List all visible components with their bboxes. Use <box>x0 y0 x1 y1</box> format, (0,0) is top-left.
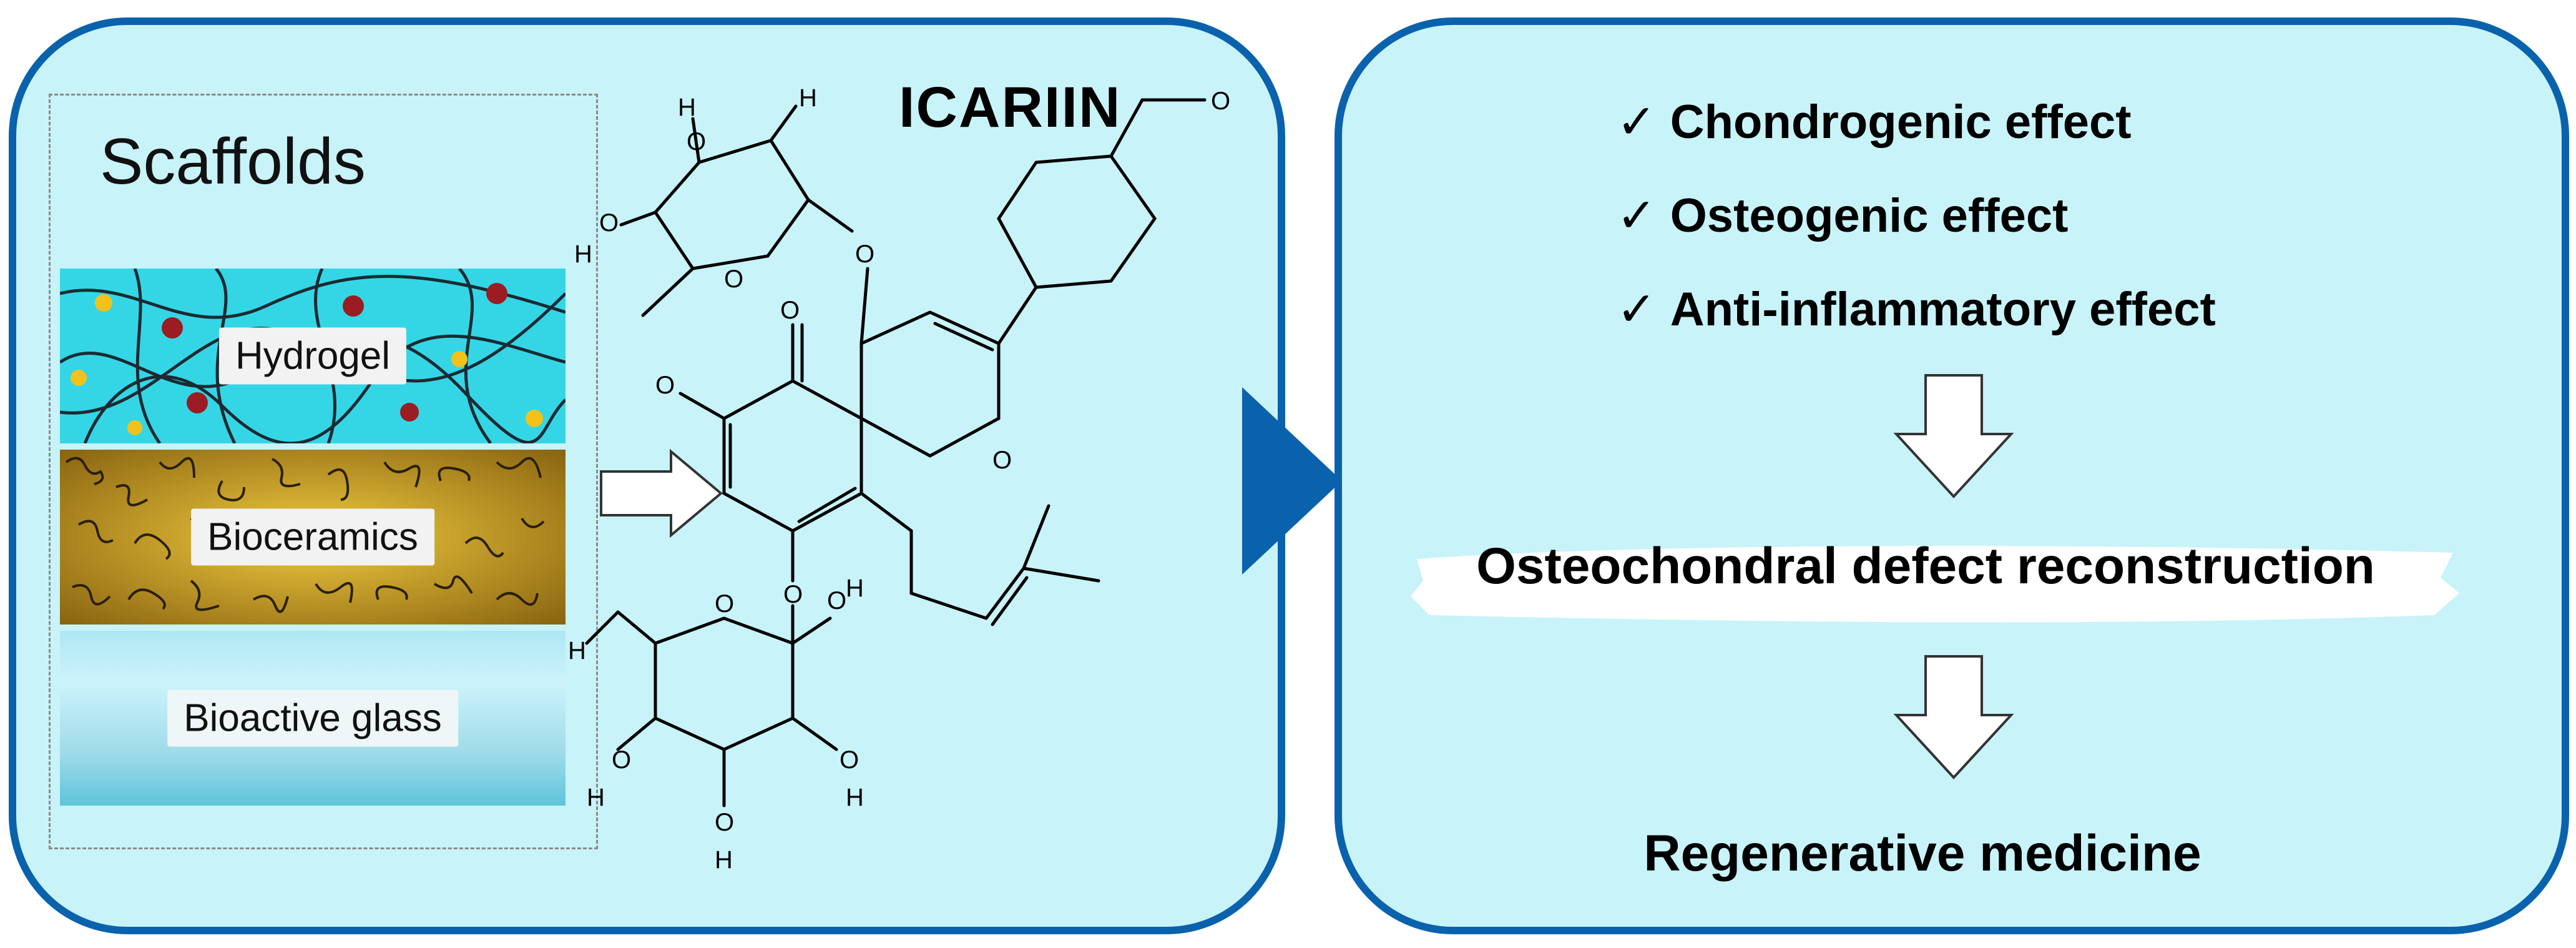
hydrogel-label: Hydrogel <box>218 327 407 385</box>
bioceramics-block: Bioceramics <box>60 450 566 625</box>
atom-label: H <box>568 637 586 664</box>
bioceramics-label: Bioceramics <box>191 508 434 566</box>
bioactive-glass-label: Bioactive glass <box>167 689 458 747</box>
atom-label: O <box>655 372 675 399</box>
check-icon: ✓ <box>1617 96 1657 149</box>
atom-label: H <box>678 94 696 121</box>
bioactive-glass-block: Bioactive glass <box>60 631 566 806</box>
atom-label: O <box>687 128 706 156</box>
atom-label: O <box>599 209 619 237</box>
atom-label: H <box>715 846 733 874</box>
down-arrow-icon <box>1893 655 2014 779</box>
atom-label: O <box>715 590 734 618</box>
atom-label: H <box>587 784 605 811</box>
effect-label: Chondrogenic effect <box>1670 96 2132 149</box>
brush-stroke-highlight <box>1411 546 2459 623</box>
hydrogel-block: Hydrogel <box>60 269 566 443</box>
down-arrow-icon <box>1893 374 2014 498</box>
atom-label: O <box>780 297 800 324</box>
scaffolds-title: Scaffolds <box>100 126 366 198</box>
effect-osteogenic: ✓Osteogenic effect <box>1617 187 2068 243</box>
check-icon: ✓ <box>1617 189 1657 242</box>
atom-label: O <box>992 447 1012 474</box>
atom-label: O <box>612 746 631 774</box>
connector-triangle <box>1242 387 1342 575</box>
atom-label: O <box>827 587 846 615</box>
atom-label: O <box>840 746 859 774</box>
icariin-molecule-structure: H O H O H O O O O O O O O H O H O H O H … <box>568 84 1230 874</box>
atom-label: O <box>783 581 803 608</box>
atom-label: O <box>715 809 734 836</box>
effect-label: Anti-inflammatory effect <box>1670 283 2216 336</box>
atom-label: O <box>855 240 874 268</box>
atom-label: O <box>1211 87 1230 115</box>
effect-chondrogenic: ✓Chondrogenic effect <box>1617 94 2132 149</box>
check-icon: ✓ <box>1617 283 1657 336</box>
atom-label: O <box>724 265 743 293</box>
atom-label: H <box>799 84 817 112</box>
atom-label: H <box>846 575 864 602</box>
outcome-label: Osteochondral defect reconstruction <box>1476 538 2375 595</box>
effect-label: Osteogenic effect <box>1670 189 2069 242</box>
atom-label: H <box>846 784 864 811</box>
scaffold-frame <box>49 94 598 849</box>
atom-label: H <box>574 240 592 268</box>
application-label: Regenerative medicine <box>1643 825 2201 882</box>
effect-anti-inflammatory: ✓Anti-inflammatory effect <box>1617 281 2216 337</box>
icariin-title: ICARIIN <box>899 76 1122 139</box>
scaffold-to-icariin-arrow <box>600 448 723 538</box>
